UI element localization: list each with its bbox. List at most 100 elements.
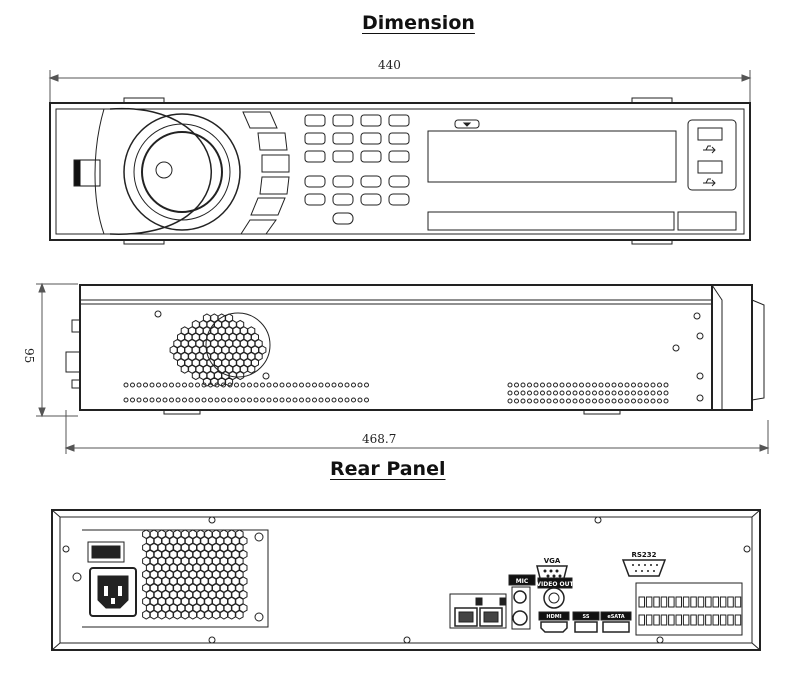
front-keypad	[304, 114, 410, 225]
vent-slot	[143, 382, 148, 388]
vent-slot	[566, 382, 571, 388]
vent-slot	[605, 398, 610, 404]
vent-slot	[286, 397, 291, 403]
vent-slot	[162, 397, 168, 403]
front-chassis	[49, 102, 751, 241]
terminal-pin	[727, 614, 734, 626]
front-view	[48, 70, 752, 245]
vent-slot	[299, 382, 304, 388]
vent-slot	[533, 390, 539, 396]
vent-hole	[227, 610, 236, 620]
vent-slot	[338, 397, 343, 403]
vent-slot	[240, 397, 246, 403]
vent-slot	[637, 382, 643, 388]
vent-slot	[221, 397, 226, 403]
front-usb-panel	[687, 119, 737, 191]
vent-slot	[292, 382, 298, 388]
vent-slot	[266, 382, 272, 388]
vent-slot	[611, 382, 617, 388]
vent-slot	[221, 382, 226, 388]
terminal-pin	[712, 614, 719, 626]
vent-hole	[196, 610, 205, 620]
vent-slot	[559, 390, 565, 396]
vent-slot	[624, 398, 630, 404]
vent-slot	[286, 382, 291, 388]
vent-slot	[130, 397, 135, 403]
vent-slot	[637, 390, 643, 396]
vent-slot	[559, 398, 565, 404]
vent-slot	[312, 382, 317, 388]
vent-slot	[357, 397, 363, 403]
vent-slot	[546, 390, 552, 396]
terminal-pin	[712, 596, 719, 608]
vent-slot	[331, 397, 337, 403]
vent-slot	[631, 382, 636, 388]
vent-slot	[208, 397, 213, 403]
vent-slot	[540, 382, 545, 388]
terminal-pin	[705, 596, 712, 608]
vent-slot	[663, 398, 669, 404]
vent-slot	[227, 397, 233, 403]
vent-slot	[533, 382, 539, 388]
vent-slot	[527, 398, 532, 404]
power-switch	[87, 541, 125, 563]
terminal-pin	[734, 614, 742, 626]
vent-slot	[175, 382, 181, 388]
vent-slot	[273, 397, 278, 403]
vent-slot	[514, 382, 519, 388]
vent-hole	[219, 610, 228, 620]
vent-slot	[514, 390, 519, 396]
vent-slot	[351, 397, 356, 403]
vent-slot	[149, 382, 155, 388]
terminal-pin	[660, 596, 668, 608]
vent-slot	[136, 382, 142, 388]
vent-hole	[157, 610, 166, 620]
vent-slot	[605, 390, 610, 396]
vent-slot	[520, 382, 526, 388]
vent-slot	[182, 382, 187, 388]
vent-slot	[325, 397, 330, 403]
vent-slot	[650, 398, 656, 404]
vent-slot	[585, 382, 591, 388]
vent-slot	[605, 382, 610, 388]
video-out-label: VIDEO OUT	[536, 581, 574, 588]
terminal-pin	[645, 596, 653, 608]
vent-slot	[130, 382, 135, 388]
terminal-pin	[653, 596, 660, 608]
vent-slot	[299, 397, 304, 403]
height-dimension-line	[36, 282, 78, 418]
vent-slot	[331, 382, 337, 388]
side-ventilation-slots	[123, 382, 669, 404]
vent-slot	[136, 397, 142, 403]
dimension-title: Dimension	[362, 12, 475, 34]
vent-hole	[142, 610, 151, 620]
vent-slot	[579, 398, 584, 404]
terminal-pin	[690, 614, 697, 626]
vent-hole	[225, 377, 234, 387]
vent-slot	[364, 397, 369, 403]
vent-hole	[212, 610, 221, 620]
vent-slot	[507, 398, 513, 404]
vent-hole	[236, 371, 245, 381]
vent-slot	[650, 390, 656, 396]
width-dimension-line	[48, 70, 752, 104]
psu-fan-grille	[142, 529, 248, 620]
vent-slot	[123, 382, 129, 388]
terminal-pin	[675, 596, 682, 608]
vent-slot	[559, 382, 565, 388]
vent-slot	[553, 398, 558, 404]
vent-slot	[240, 382, 246, 388]
depth-dimension-label: 468.7	[362, 432, 397, 446]
vent-slot	[156, 397, 161, 403]
terminal-pin	[705, 614, 712, 626]
alarm-terminals	[638, 596, 742, 626]
vent-hole	[180, 610, 190, 620]
vent-slot	[592, 398, 597, 404]
vent-slot	[351, 382, 356, 388]
vent-slot	[208, 382, 213, 388]
vent-slot	[162, 382, 168, 388]
vent-hole	[188, 610, 197, 620]
vent-slot	[149, 397, 155, 403]
terminal-pin	[682, 614, 690, 626]
